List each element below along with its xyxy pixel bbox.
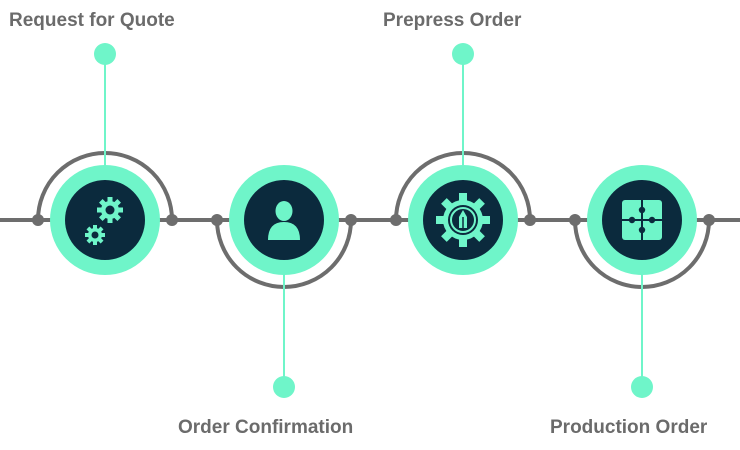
step-4-node	[569, 165, 715, 398]
step-3-dot	[452, 43, 474, 65]
step-1-end-right	[166, 214, 178, 226]
step-3-node	[390, 43, 536, 275]
puzzle-icon	[622, 200, 662, 240]
step-3-label: Prepress Order	[383, 10, 522, 31]
user-icon	[268, 201, 300, 240]
step-2-end-left	[211, 214, 223, 226]
step-3-end-right	[524, 214, 536, 226]
step-4-label: Production Order	[550, 417, 708, 438]
step-2-node	[211, 165, 357, 398]
step-1-label: Request for Quote	[9, 10, 175, 31]
step-4-dot	[631, 376, 653, 398]
step-3-end-left	[390, 214, 402, 226]
step-1-dot	[94, 43, 116, 65]
step-4-end-right	[703, 214, 715, 226]
step-1-node	[32, 43, 178, 275]
step-1-end-left	[32, 214, 44, 226]
step-2-label: Order Confirmation	[178, 417, 354, 438]
step-4-end-left	[569, 214, 581, 226]
gears-icon	[85, 197, 123, 245]
step-2-dot	[273, 376, 295, 398]
step-2-end-right	[345, 214, 357, 226]
gear-pencil-icon	[436, 193, 490, 247]
